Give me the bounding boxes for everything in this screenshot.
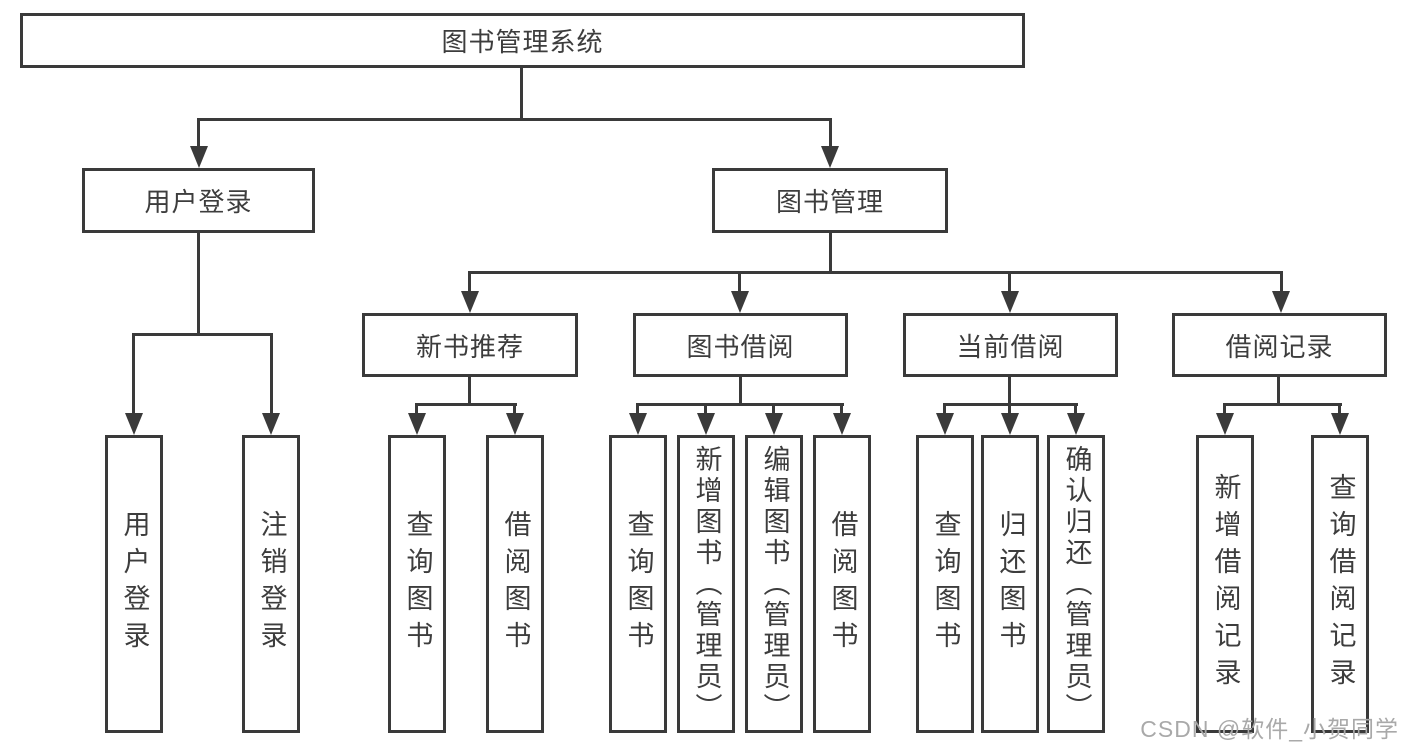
connector-line xyxy=(133,333,273,336)
connector-line xyxy=(1280,271,1283,295)
leaf-borrow-books-recommend: 借阅图书 xyxy=(486,435,544,733)
leaf-user-login: 用户登录 xyxy=(105,435,163,733)
leaf-logout: 注销登录 xyxy=(242,435,300,733)
arrow-down-icon xyxy=(461,291,479,313)
node-current-borrowing: 当前借阅 xyxy=(903,313,1118,377)
node-root-label: 图书管理系统 xyxy=(441,27,604,57)
connector-line xyxy=(270,333,273,417)
leaf-confirm-return-admin-label: 确认归还（管理员） xyxy=(1061,444,1092,724)
leaf-borrow-books-recommend-label: 借阅图书 xyxy=(500,510,531,658)
node-new-book-recommend-label: 新书推荐 xyxy=(415,331,524,362)
connector-line xyxy=(829,118,832,151)
leaf-query-borrow-record-label: 查询借阅记录 xyxy=(1325,473,1356,695)
leaf-query-books-recommend: 查询图书 xyxy=(388,435,446,733)
connector-line xyxy=(468,377,471,406)
connector-line xyxy=(772,403,775,417)
connector-line xyxy=(513,403,516,417)
arrow-down-icon xyxy=(821,146,839,168)
leaf-query-books-current: 查询图书 xyxy=(916,435,974,733)
arrow-down-icon xyxy=(936,413,954,435)
leaf-query-books-recommend-label: 查询图书 xyxy=(402,510,433,658)
connector-line xyxy=(636,403,639,417)
connector-line xyxy=(468,271,471,295)
connector-line xyxy=(416,403,517,406)
connector-line xyxy=(520,68,523,120)
arrow-down-icon xyxy=(1216,413,1234,435)
node-user-login-label: 用户登录 xyxy=(144,187,253,217)
leaf-add-borrow-record: 新增借阅记录 xyxy=(1196,435,1254,733)
node-current-borrowing-label: 当前借阅 xyxy=(956,331,1065,362)
node-user-login: 用户登录 xyxy=(82,168,315,233)
connector-line xyxy=(1074,403,1077,417)
watermark: CSDN @软件_小贺同学 xyxy=(1140,716,1399,742)
connector-line xyxy=(829,233,832,274)
leaf-add-book-admin: 新增图书（管理员） xyxy=(677,435,735,733)
node-root: 图书管理系统 xyxy=(20,13,1025,68)
connector-line xyxy=(943,403,946,417)
node-borrowing-records-label: 借阅记录 xyxy=(1225,331,1334,362)
arrow-down-icon xyxy=(731,291,749,313)
leaf-borrow-books-label: 借阅图书 xyxy=(827,510,858,658)
leaf-edit-book-admin: 编辑图书（管理员） xyxy=(745,435,803,733)
connector-line xyxy=(1008,271,1011,295)
connector-line xyxy=(470,271,1283,274)
connector-line xyxy=(944,403,1078,406)
connector-line xyxy=(1223,403,1226,417)
leaf-confirm-return-admin: 确认归还（管理员） xyxy=(1047,435,1105,733)
node-book-management: 图书管理 xyxy=(712,168,948,233)
connector-line xyxy=(738,271,741,295)
arrow-down-icon xyxy=(1272,291,1290,313)
connector-line xyxy=(1224,403,1342,406)
connector-line xyxy=(1008,403,1011,417)
arrow-down-icon xyxy=(506,413,524,435)
leaf-edit-book-admin-label: 编辑图书（管理员） xyxy=(759,444,790,724)
connector-line xyxy=(637,403,844,406)
arrow-down-icon xyxy=(765,413,783,435)
connector-line xyxy=(704,403,707,417)
leaf-add-borrow-record-label: 新增借阅记录 xyxy=(1210,473,1241,695)
node-book-borrowing-label: 图书借阅 xyxy=(686,331,795,362)
connector-line xyxy=(739,377,742,406)
node-book-borrowing: 图书借阅 xyxy=(633,313,848,377)
node-book-management-label: 图书管理 xyxy=(775,187,884,217)
node-borrowing-records: 借阅记录 xyxy=(1172,313,1387,377)
arrow-down-icon xyxy=(1001,413,1019,435)
arrow-down-icon xyxy=(629,413,647,435)
leaf-query-borrow-record: 查询借阅记录 xyxy=(1311,435,1369,733)
leaf-return-books: 归还图书 xyxy=(981,435,1039,733)
leaf-return-books-label: 归还图书 xyxy=(995,510,1026,658)
arrow-down-icon xyxy=(262,413,280,435)
arrow-down-icon xyxy=(408,413,426,435)
leaf-query-books-current-label: 查询图书 xyxy=(930,510,961,658)
arrow-down-icon xyxy=(190,146,208,168)
connector-line xyxy=(1338,403,1341,417)
leaf-add-book-admin-label: 新增图书（管理员） xyxy=(691,444,722,724)
connector-line xyxy=(840,403,843,417)
node-new-book-recommend: 新书推荐 xyxy=(362,313,578,377)
arrow-down-icon xyxy=(697,413,715,435)
arrow-down-icon xyxy=(125,413,143,435)
arrow-down-icon xyxy=(1067,413,1085,435)
connector-line xyxy=(1277,377,1280,406)
connector-line xyxy=(197,118,832,121)
leaf-query-books-borrowing: 查询图书 xyxy=(609,435,667,733)
connector-line xyxy=(132,333,135,417)
connector-line xyxy=(1008,377,1011,406)
arrow-down-icon xyxy=(1001,291,1019,313)
leaf-user-login-label: 用户登录 xyxy=(119,510,150,658)
arrow-down-icon xyxy=(833,413,851,435)
leaf-query-books-borrowing-label: 查询图书 xyxy=(623,510,654,658)
leaf-borrow-books: 借阅图书 xyxy=(813,435,871,733)
connector-line xyxy=(197,233,200,336)
leaf-logout-label: 注销登录 xyxy=(256,510,287,658)
connector-line xyxy=(197,118,200,151)
arrow-down-icon xyxy=(1331,413,1349,435)
connector-line xyxy=(415,403,418,417)
